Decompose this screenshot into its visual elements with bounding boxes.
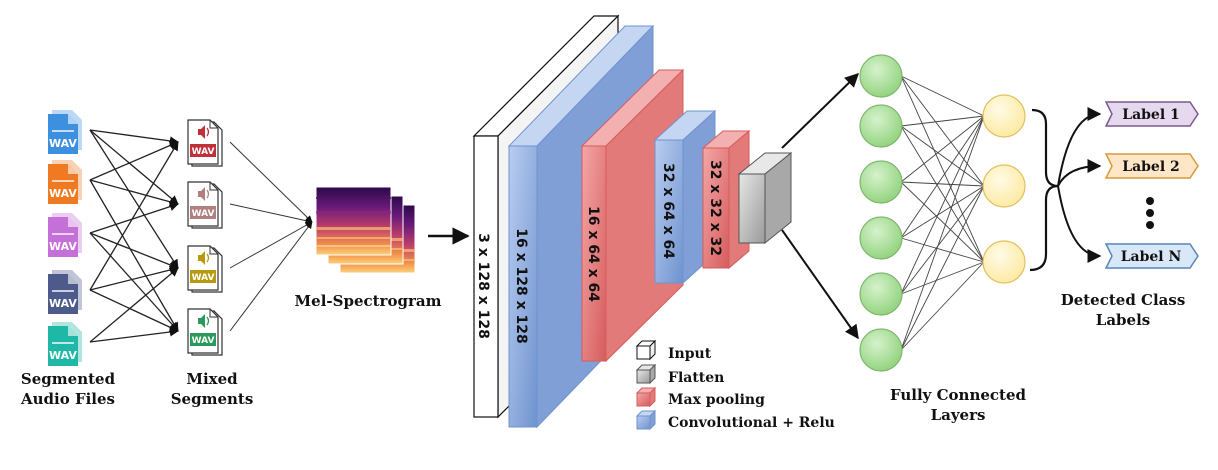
mel-spectrogram-image: [315, 186, 416, 274]
wav-label: WAV: [192, 147, 215, 157]
flatten-to-fc-arrow-top: [781, 73, 860, 149]
legend-input-swatch: [635, 339, 657, 361]
fc-connections: [900, 75, 985, 351]
output-bracket: [1029, 108, 1059, 272]
wav-file-icon: WAV: [48, 270, 82, 314]
legend-conv-relu-swatch: [635, 409, 657, 431]
legend-max-pooling-swatch: [635, 386, 657, 408]
spectrogram-caption: Mel-Spectrogram: [295, 292, 442, 310]
ellipsis-dots: [1146, 197, 1154, 229]
hidden-neuron: [859, 272, 903, 316]
wav-label: WAV: [49, 187, 77, 200]
segmented-audio-files: WAV WAV WAV WAV WAV: [48, 110, 82, 366]
legend-conv-relu-label: Convolutional + Relu: [668, 415, 835, 431]
arrow-to-label-2: [1057, 159, 1102, 187]
audio-caption-line1: Segmented: [21, 370, 116, 388]
fc-hidden-neurons: [859, 54, 903, 372]
legend-input-label: Input: [668, 346, 712, 362]
hidden-neuron: [859, 104, 903, 148]
mixed-wav-file-icon: WAV: [187, 245, 223, 293]
wav-label: WAV: [49, 349, 77, 362]
wav-label: WAV: [192, 209, 215, 219]
wav-file-icon: WAV: [48, 110, 82, 154]
pool2-layer-dims: 32 x 32 x 32: [707, 160, 723, 256]
wav-label: WAV: [192, 336, 215, 346]
legend-flatten-swatch: [635, 363, 657, 385]
mixed-caption-line1: Mixed: [186, 370, 238, 388]
wav-label: WAV: [49, 240, 77, 253]
wav-label: WAV: [49, 137, 77, 150]
fc-caption-line2: Layers: [931, 406, 986, 424]
hidden-neuron: [859, 328, 903, 372]
mixed-to-spectrogram-connections: [229, 141, 313, 332]
mixed-caption-line2: Segments: [171, 390, 254, 408]
flatten-to-fc-arrow-bottom: [781, 229, 859, 340]
pool1-layer-dims: 16 x 64 x 64: [585, 206, 601, 302]
wav-file-icon: WAV: [48, 322, 82, 366]
hidden-neuron: [859, 54, 903, 98]
input-layer-dims: 3 x 128 x 128: [475, 233, 491, 339]
arrow-to-label-n: [1057, 185, 1102, 263]
fc-caption-line1: Fully Connected: [890, 386, 1027, 404]
output-neuron: [982, 164, 1026, 208]
label-2-tag: [1104, 153, 1199, 179]
label-n-text: Label N: [1121, 249, 1182, 265]
output-neuron: [982, 240, 1026, 284]
labels-caption-line1: Detected Class: [1061, 291, 1186, 309]
legend-max-pooling-label: Max pooling: [668, 392, 765, 408]
wav-file-icon: WAV: [48, 160, 82, 204]
audio-caption-line2: Audio Files: [20, 390, 115, 408]
fc-output-neurons: [982, 94, 1026, 284]
flatten-layer-block: [737, 151, 793, 245]
label-1-text: Label 1: [1122, 107, 1180, 123]
legend-flatten-label: Flatten: [668, 370, 724, 386]
labels-caption-line2: Labels: [1096, 311, 1150, 329]
label-n-tag: [1104, 243, 1199, 269]
audio-to-mixed-connections: [89, 129, 179, 343]
wav-label: WAV: [192, 273, 215, 283]
hidden-neuron: [859, 160, 903, 204]
mixed-wav-file-icon: WAV: [187, 119, 223, 167]
conv1-layer-dims: 16 x 128 x 128: [513, 228, 529, 344]
wav-file-icon: WAV: [48, 213, 82, 257]
legend: Input Flatten Max pooling Convolutional …: [635, 339, 835, 431]
label-2-text: Label 2: [1122, 159, 1180, 175]
mixed-segments: WAV WAV WAV WAV: [187, 119, 223, 356]
mixed-wav-file-icon: WAV: [187, 308, 223, 356]
conv2-layer-dims: 32 x 64 x 64: [660, 163, 676, 259]
arrow-to-label-1: [1057, 107, 1102, 187]
wav-label: WAV: [49, 297, 77, 310]
hidden-neuron: [859, 216, 903, 260]
output-neuron: [982, 94, 1026, 138]
mixed-wav-file-icon: WAV: [187, 181, 223, 229]
label-1-tag: [1104, 101, 1199, 127]
